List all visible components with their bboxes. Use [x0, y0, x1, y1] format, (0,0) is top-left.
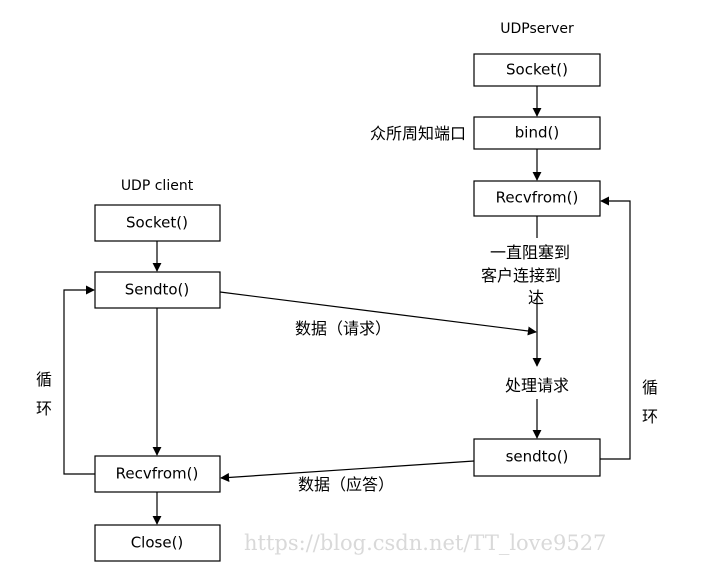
block-note-line1: 一直阻塞到: [490, 243, 570, 262]
server-title: UDPserver: [500, 21, 574, 37]
bind-note: 众所周知端口: [370, 124, 466, 143]
client-sendto-label: Sendto(): [125, 281, 190, 299]
request-label: 数据（请求）: [295, 319, 391, 338]
watermark-text: https://blog.csdn.net/TT_love9527: [244, 531, 606, 555]
client-recvfrom-label: Recvfrom(): [116, 465, 199, 483]
client-close-label: Close(): [131, 534, 184, 552]
arrow-request: [219, 291, 537, 336]
client-loop-char-2: 环: [36, 399, 52, 418]
server-socket-box: Socket(): [473, 53, 601, 87]
server-bind-label: bind(): [515, 124, 559, 142]
arrow-client-loop: [63, 285, 95, 475]
server-recvfrom-label: Recvfrom(): [496, 189, 579, 207]
server-recvfrom-box: Recvfrom(): [473, 180, 601, 217]
block-note-line2: 客户连接到: [481, 266, 561, 285]
server-bind-box: bind(): [473, 116, 601, 150]
server-sendto-label: sendto(): [506, 448, 569, 466]
client-sendto-box: Sendto(): [94, 271, 221, 309]
server-socket-label: Socket(): [506, 61, 568, 79]
process-request-label: 处理请求: [505, 376, 569, 395]
client-loop-char-1: 循: [36, 370, 52, 389]
server-loop-char-2: 环: [642, 407, 658, 426]
arrow-reply: [220, 460, 475, 482]
client-close-box: Close(): [94, 524, 221, 562]
server-loop-char-1: 循: [642, 378, 658, 397]
client-title: UDP client: [121, 178, 194, 194]
block-note-line3: 达: [528, 288, 544, 307]
reply-label: 数据（应答）: [298, 475, 394, 494]
client-socket-label: Socket(): [126, 214, 188, 232]
server-sendto-box: sendto(): [473, 438, 601, 477]
arrow-server-loop: [600, 196, 631, 460]
client-recvfrom-box: Recvfrom(): [94, 455, 221, 493]
client-socket-box: Socket(): [94, 204, 221, 242]
